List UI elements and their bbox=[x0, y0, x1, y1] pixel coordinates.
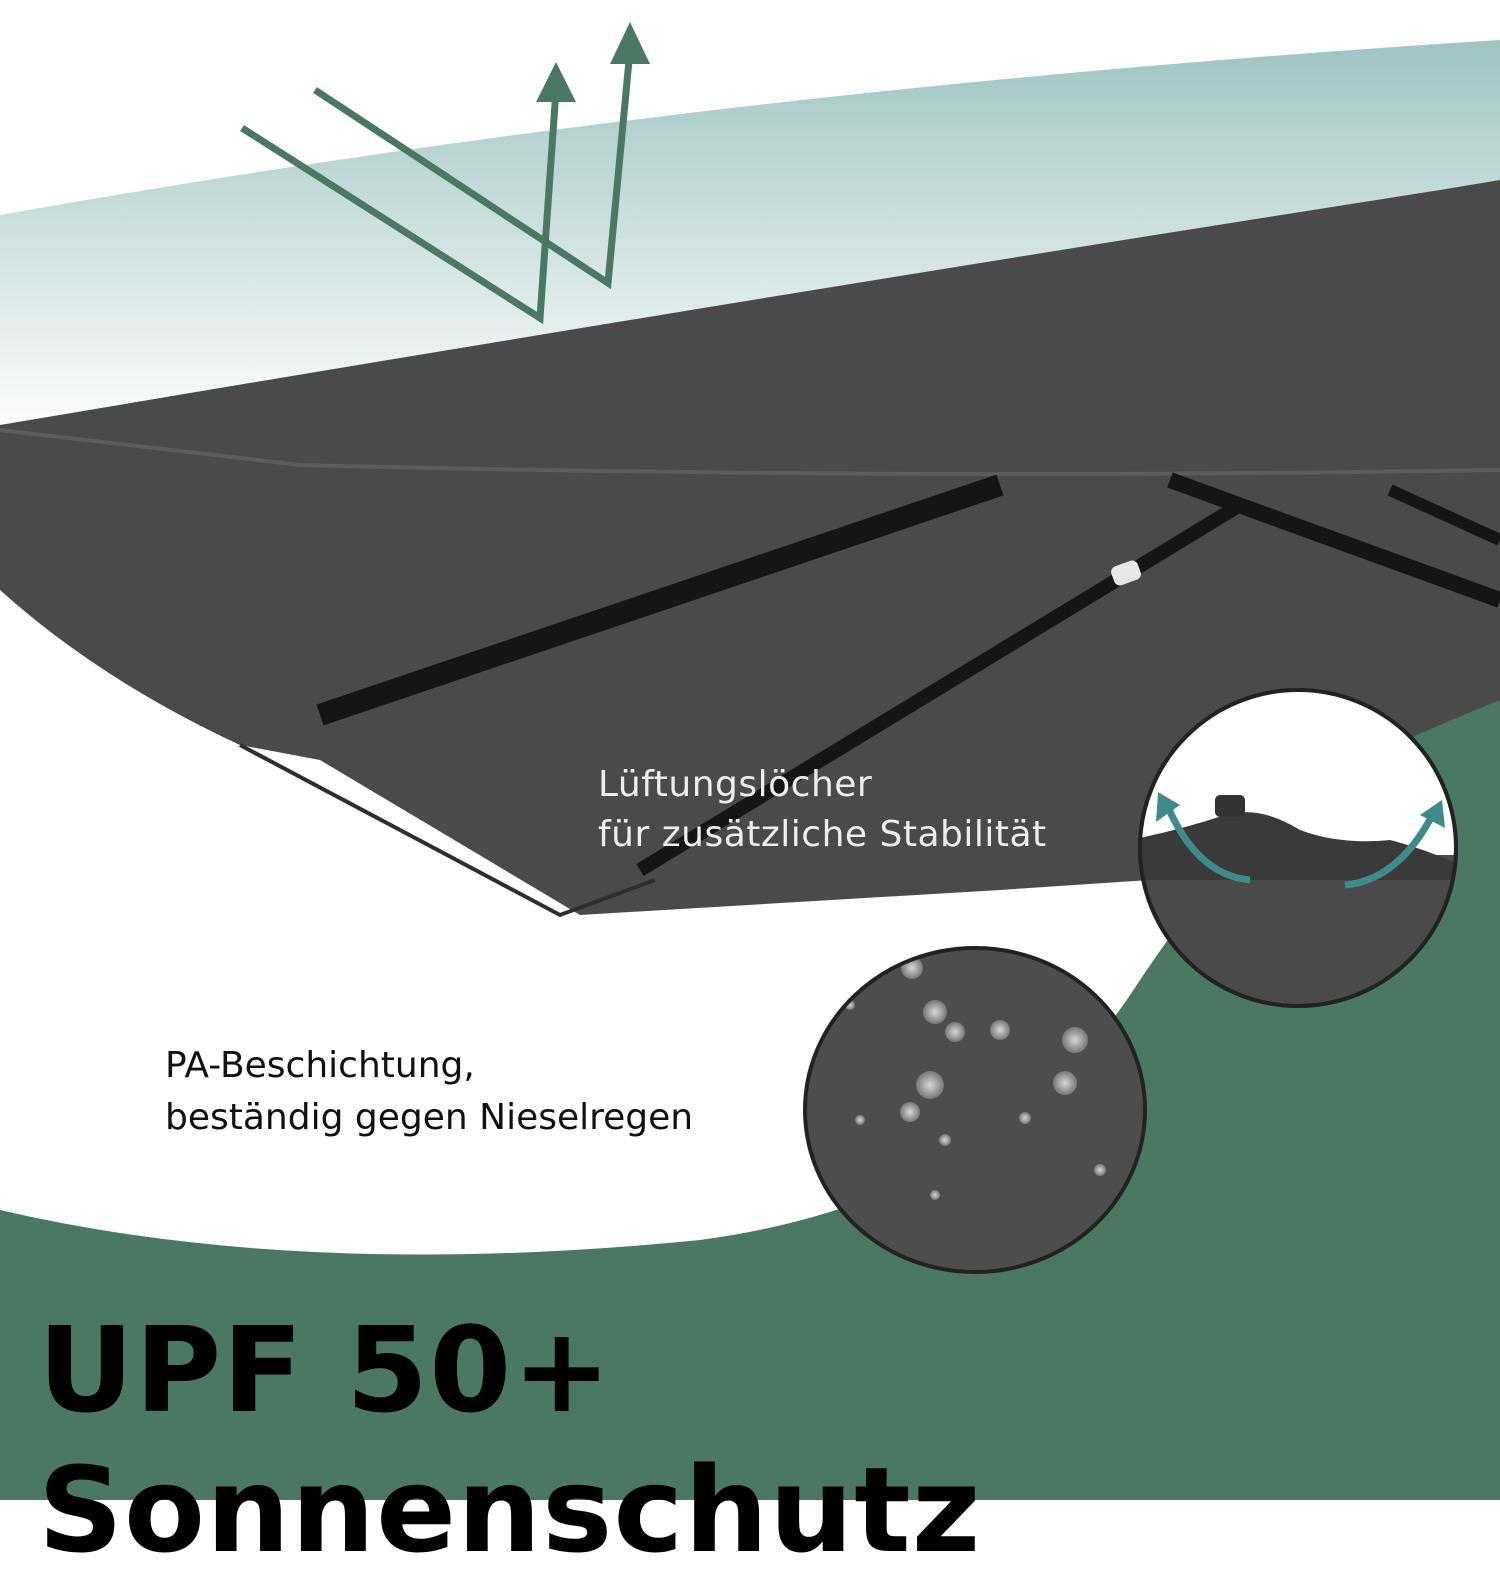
product-illustration bbox=[0, 22, 1500, 1500]
coating-feature-caption: PA-Beschichtung, beständig gegen Nieselr… bbox=[165, 1040, 693, 1144]
umbrella-canopy bbox=[0, 180, 1500, 918]
wind-arrows-icon bbox=[240, 22, 650, 325]
water-drops-inset bbox=[803, 946, 1147, 1274]
vent-detail-inset bbox=[1138, 688, 1458, 1008]
green-background bbox=[0, 660, 1500, 1500]
sky-band bbox=[0, 40, 1500, 440]
vent-caption-line1: Lüftungslöcher bbox=[598, 764, 873, 805]
vent-feature-caption: Lüftungslöcher für zusätzliche Stabilitä… bbox=[598, 760, 1047, 860]
headline: UPF 50+ Sonnenschutz bbox=[38, 1301, 982, 1579]
vent-airflow-arrows-icon bbox=[1161, 798, 1439, 889]
coating-caption-line2: beständig gegen Nieselregen bbox=[165, 1097, 694, 1138]
coating-caption-line1: PA-Beschichtung, bbox=[165, 1045, 475, 1086]
vent-caption-line2: für zusätzliche Stabilität bbox=[598, 814, 1047, 855]
